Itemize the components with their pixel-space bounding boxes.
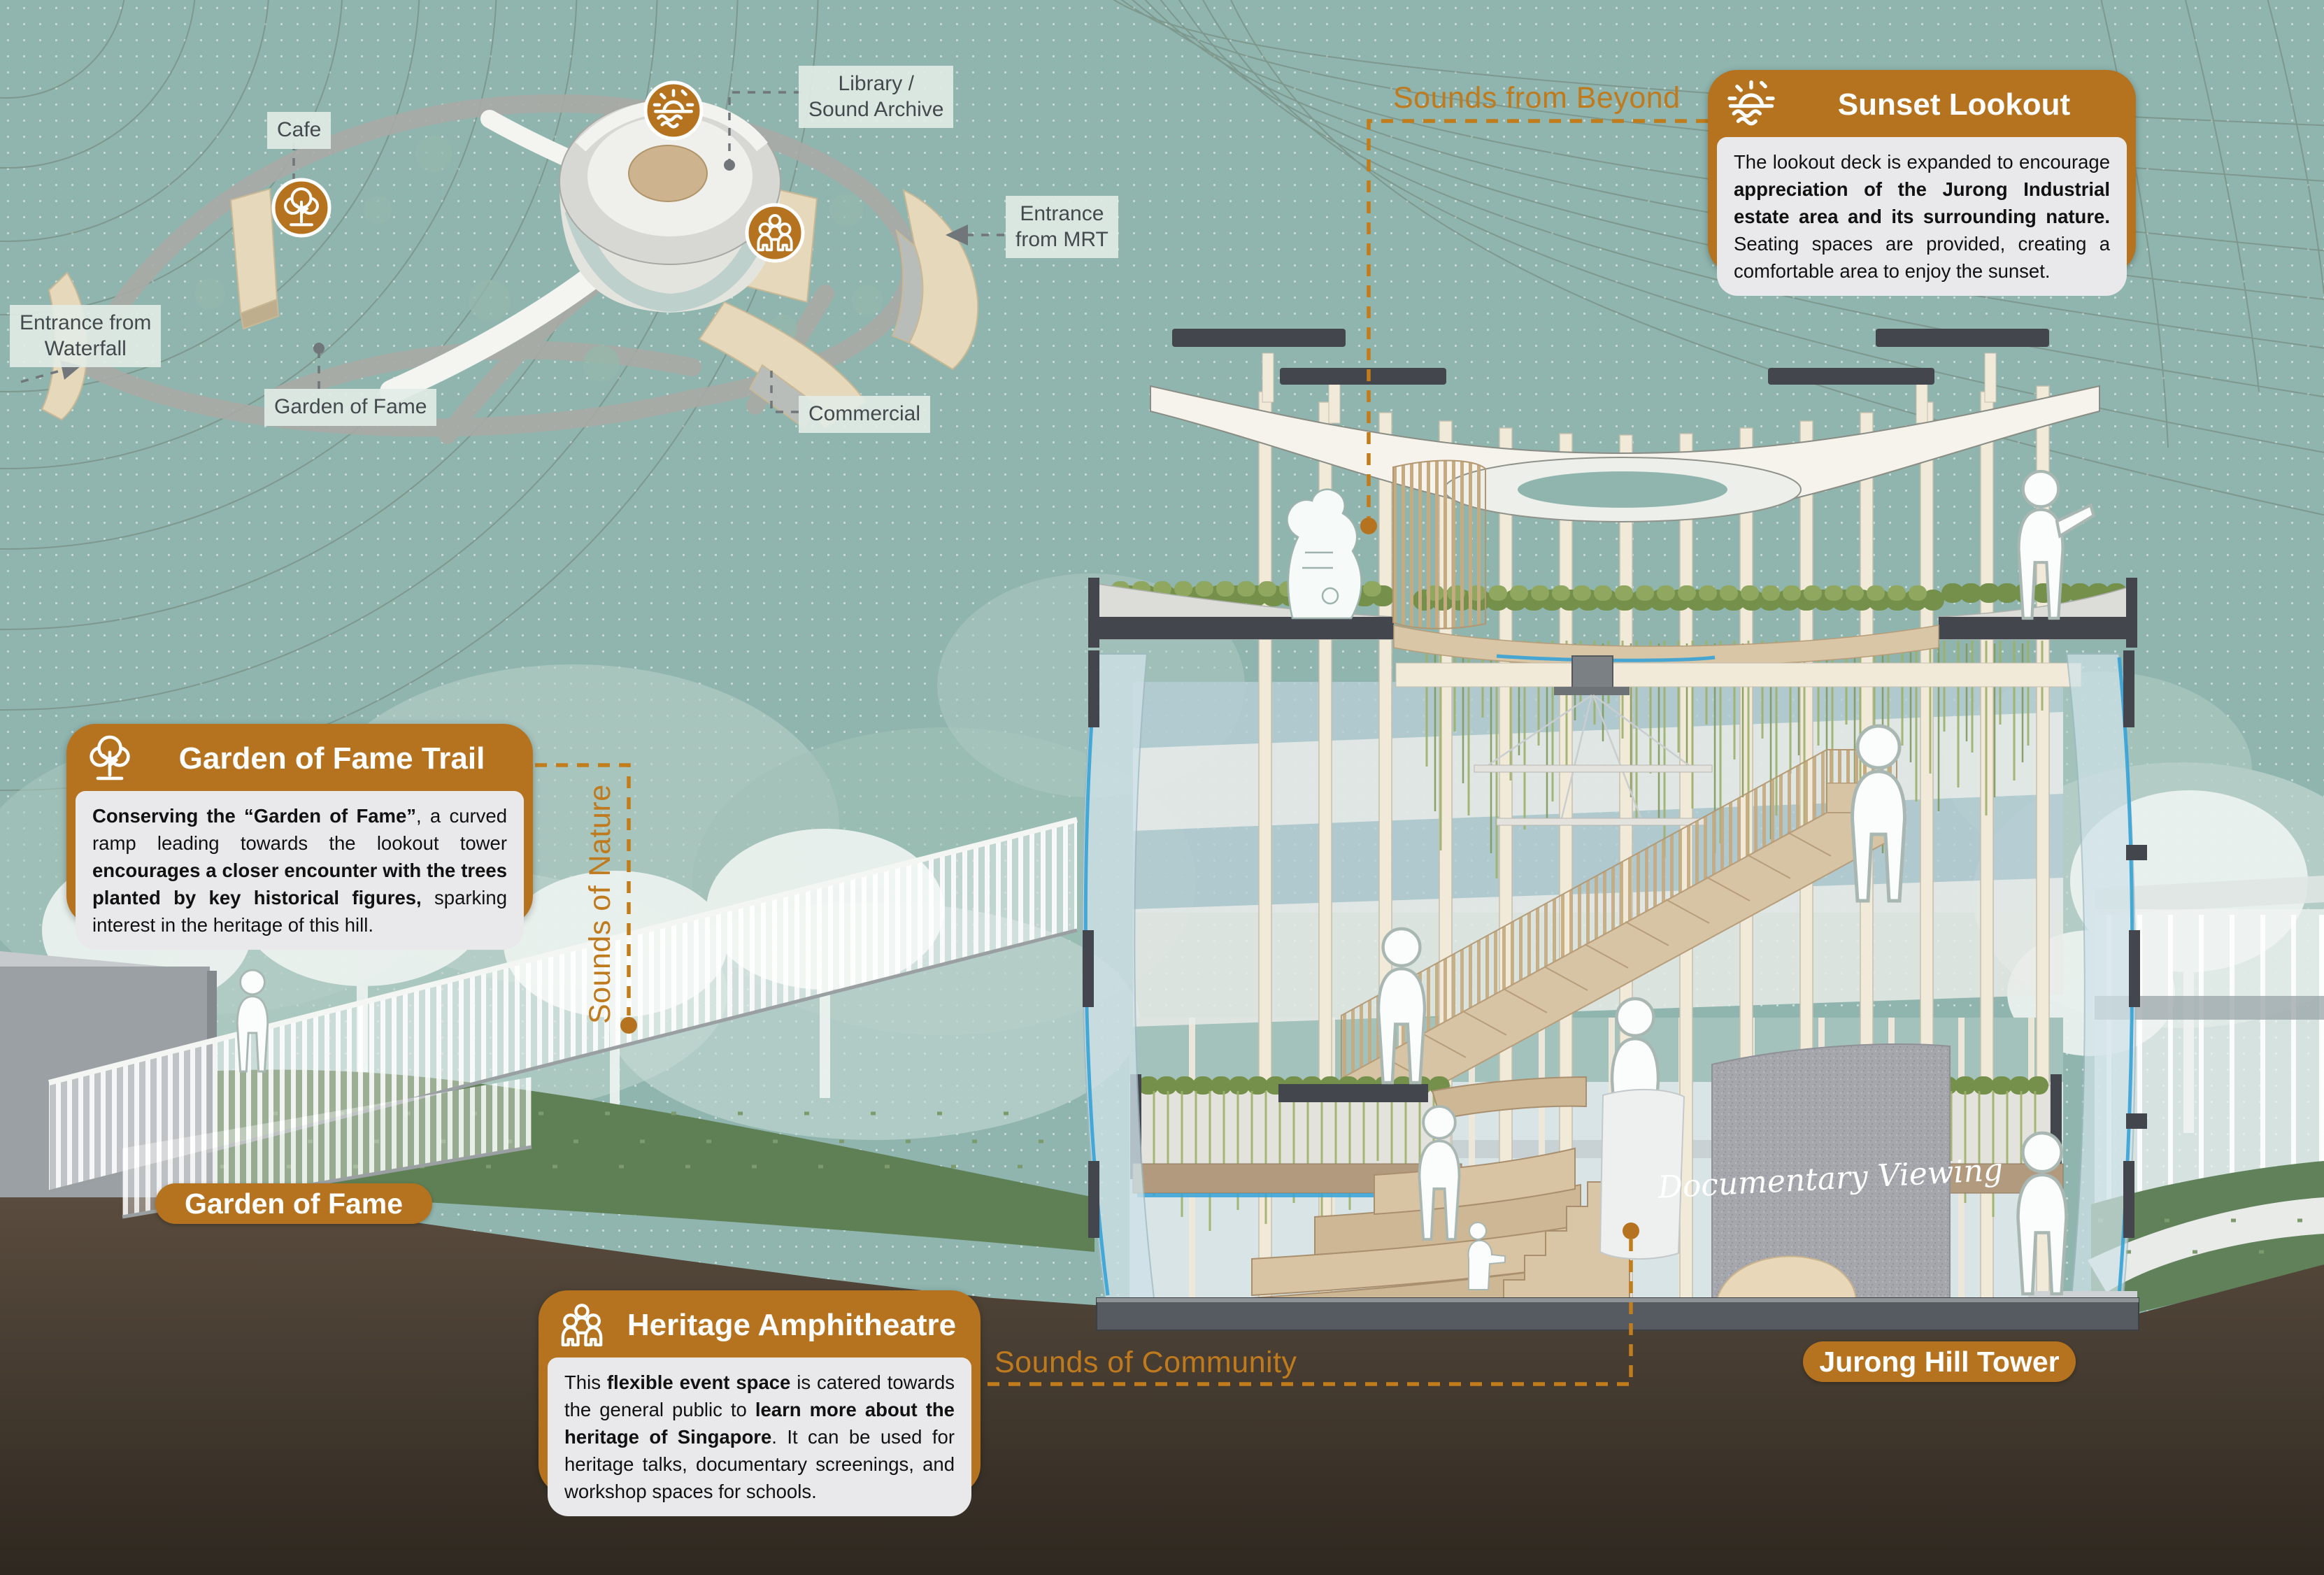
body-text-segment: encourages a closer encounter with the t… [92,860,507,909]
plan-label-mrt-line2: from MRT [1015,227,1108,251]
plan-lookout-tower [559,99,781,313]
plan-label-waterfall-line2: Waterfall [44,336,127,360]
callout-sunset-bodywrap: The lookout deck is expanded to encourag… [1717,137,2127,297]
callout-garden-bodywrap: Conserving the “Garden of Fame”, a curve… [76,791,524,950]
people-group-icon [557,1300,607,1350]
tower-section: Documentary Viewing [1081,329,2147,1331]
plan-building-mrt-front [891,229,924,344]
canopy-cap-fascia [1172,329,2049,385]
body-text-segment: flexible event space [606,1371,791,1393]
callout-sunset-body: The lookout deck is expanded to encourag… [1717,137,2127,296]
leader-sounds-of-nature [535,763,631,1015]
callout-garden-of-fame-trail: Garden of Fame Trail Conserving the “Gar… [66,724,533,950]
right-balcony-lower-slab [2126,1113,2147,1129]
zone-label-sounds-from-beyond: Sounds from Beyond [1393,81,1681,115]
sunset-icon [1726,80,1776,130]
garden-of-fame-pill-text: Garden of Fame [184,1187,404,1220]
plan-label-mrt: Entrance from MRT [1006,196,1118,259]
walkway-right [2088,1197,2324,1292]
plan-label-library-line1: Library / [838,72,914,95]
plan-building-cafe-side [239,298,280,330]
right-balcony-fascia [1939,617,2133,639]
plan-label-garden-text: Garden of Fame [274,395,427,418]
right-balcony-upper-slab [2126,845,2147,860]
body-text-segment: This [564,1371,607,1393]
body-text-segment: appreciation of the Jurong Industrial es… [1734,178,2110,228]
jurong-hill-tower-pill: Jurong Hill Tower [1803,1341,2076,1382]
body-text-segment: The lookout deck is expanded to encourag… [1734,151,2110,173]
plan-icon-people [745,203,805,263]
left-balcony-fascia [1093,617,1394,639]
plan-trees [194,136,883,382]
callout-heritage-body: This flexible event space is catered tow… [548,1357,971,1516]
body-text-segment: learn more about the heritage of Singapo… [564,1399,955,1448]
callout-sunset-title: Sunset Lookout [1837,87,2071,122]
plan-label-commercial-text: Commercial [808,402,921,425]
merlion-sculpture [1286,488,1362,620]
leader-sounds-from-beyond [1367,119,1708,518]
body-text-segment: is catered towards the general public to [564,1371,955,1421]
callout-heritage-header: Heritage Amphitheatre [539,1290,981,1357]
plan-label-cafe: Cafe [267,112,332,149]
documentary-screen-wall: Documentary Viewing [1656,1043,2004,1300]
leader-sounds-of-community [988,1239,1633,1386]
plan-icon-tree [271,178,332,238]
body-text-segment: , a curved ramp leading towards the look… [92,805,507,855]
plan-icon-sunset [643,80,704,141]
zone-label-sounds-of-nature: Sounds of Nature [583,784,617,1024]
ground-slab [1096,1291,2139,1331]
plan-label-cafe-text: Cafe [277,118,322,141]
tree-icon [85,734,135,784]
stage-mound [1716,1255,1858,1300]
person-seated-amphitheatre [1467,1222,1506,1290]
garden-of-fame-pill: Garden of Fame [155,1183,432,1224]
callout-heritage-bodywrap: This flexible event space is catered tow… [548,1357,971,1517]
plan-label-commercial: Commercial [799,396,931,433]
jurong-hill-tower-pill-text: Jurong Hill Tower [1819,1345,2060,1378]
callout-sunset-lookout: Sunset Lookout The lookout deck is expan… [1708,70,2136,297]
zone-label-sounds-of-community: Sounds of Community [995,1346,1297,1379]
contour-group-topleft [0,0,819,791]
leader-dot-beyond [1360,518,1377,534]
body-text-segment: sparking interest in the heritage of thi… [92,887,507,936]
callout-garden-body: Conserving the “Garden of Fame”, a curve… [76,791,524,950]
plan-label-library-line2: Sound Archive [808,97,944,121]
site-plan [20,80,1004,444]
callout-garden-header: Garden of Fame Trail [66,724,533,791]
glass-facade-right [2065,650,2147,1299]
plan-label-waterfall: Entrance from Waterfall [10,305,162,368]
callout-sunset-header: Sunset Lookout [1708,70,2136,137]
plan-label-mrt-line1: Entrance [1020,202,1104,225]
plan-label-garden-of-fame: Garden of Fame [264,389,437,426]
curved-slat-balustrade [1392,459,1486,629]
leader-waterfall [20,369,61,383]
grass-tufts [7,1111,2324,1254]
curved-acoustic-wall [1599,1088,1685,1260]
plan-label-waterfall-line1: Entrance from [20,311,152,334]
body-text-segment: Seating spaces are provided, creating a … [1734,233,2110,283]
callout-garden-title: Garden of Fame Trail [178,741,485,776]
ceiling-hub [1395,655,2082,826]
lookout-deck [1088,459,2137,667]
leader-dot-community [1623,1223,1639,1239]
callout-heritage-amphitheatre: Heritage Amphitheatre This flexible even… [539,1290,981,1517]
callout-heritage-title: Heritage Amphitheatre [627,1308,957,1342]
body-text-segment: Conserving the “Garden of Fame” [92,805,417,827]
roof-canopy [1150,329,2100,522]
left-mid-balcony-slab [1278,1084,1428,1102]
garden-trail-structure [48,817,1078,1219]
plan-label-library: Library / Sound Archive [799,66,954,129]
body-text-segment: . It can be used for heritage talks, doc… [564,1426,955,1503]
leader-dot-nature [620,1017,637,1034]
arrowhead-mrt [946,225,968,245]
